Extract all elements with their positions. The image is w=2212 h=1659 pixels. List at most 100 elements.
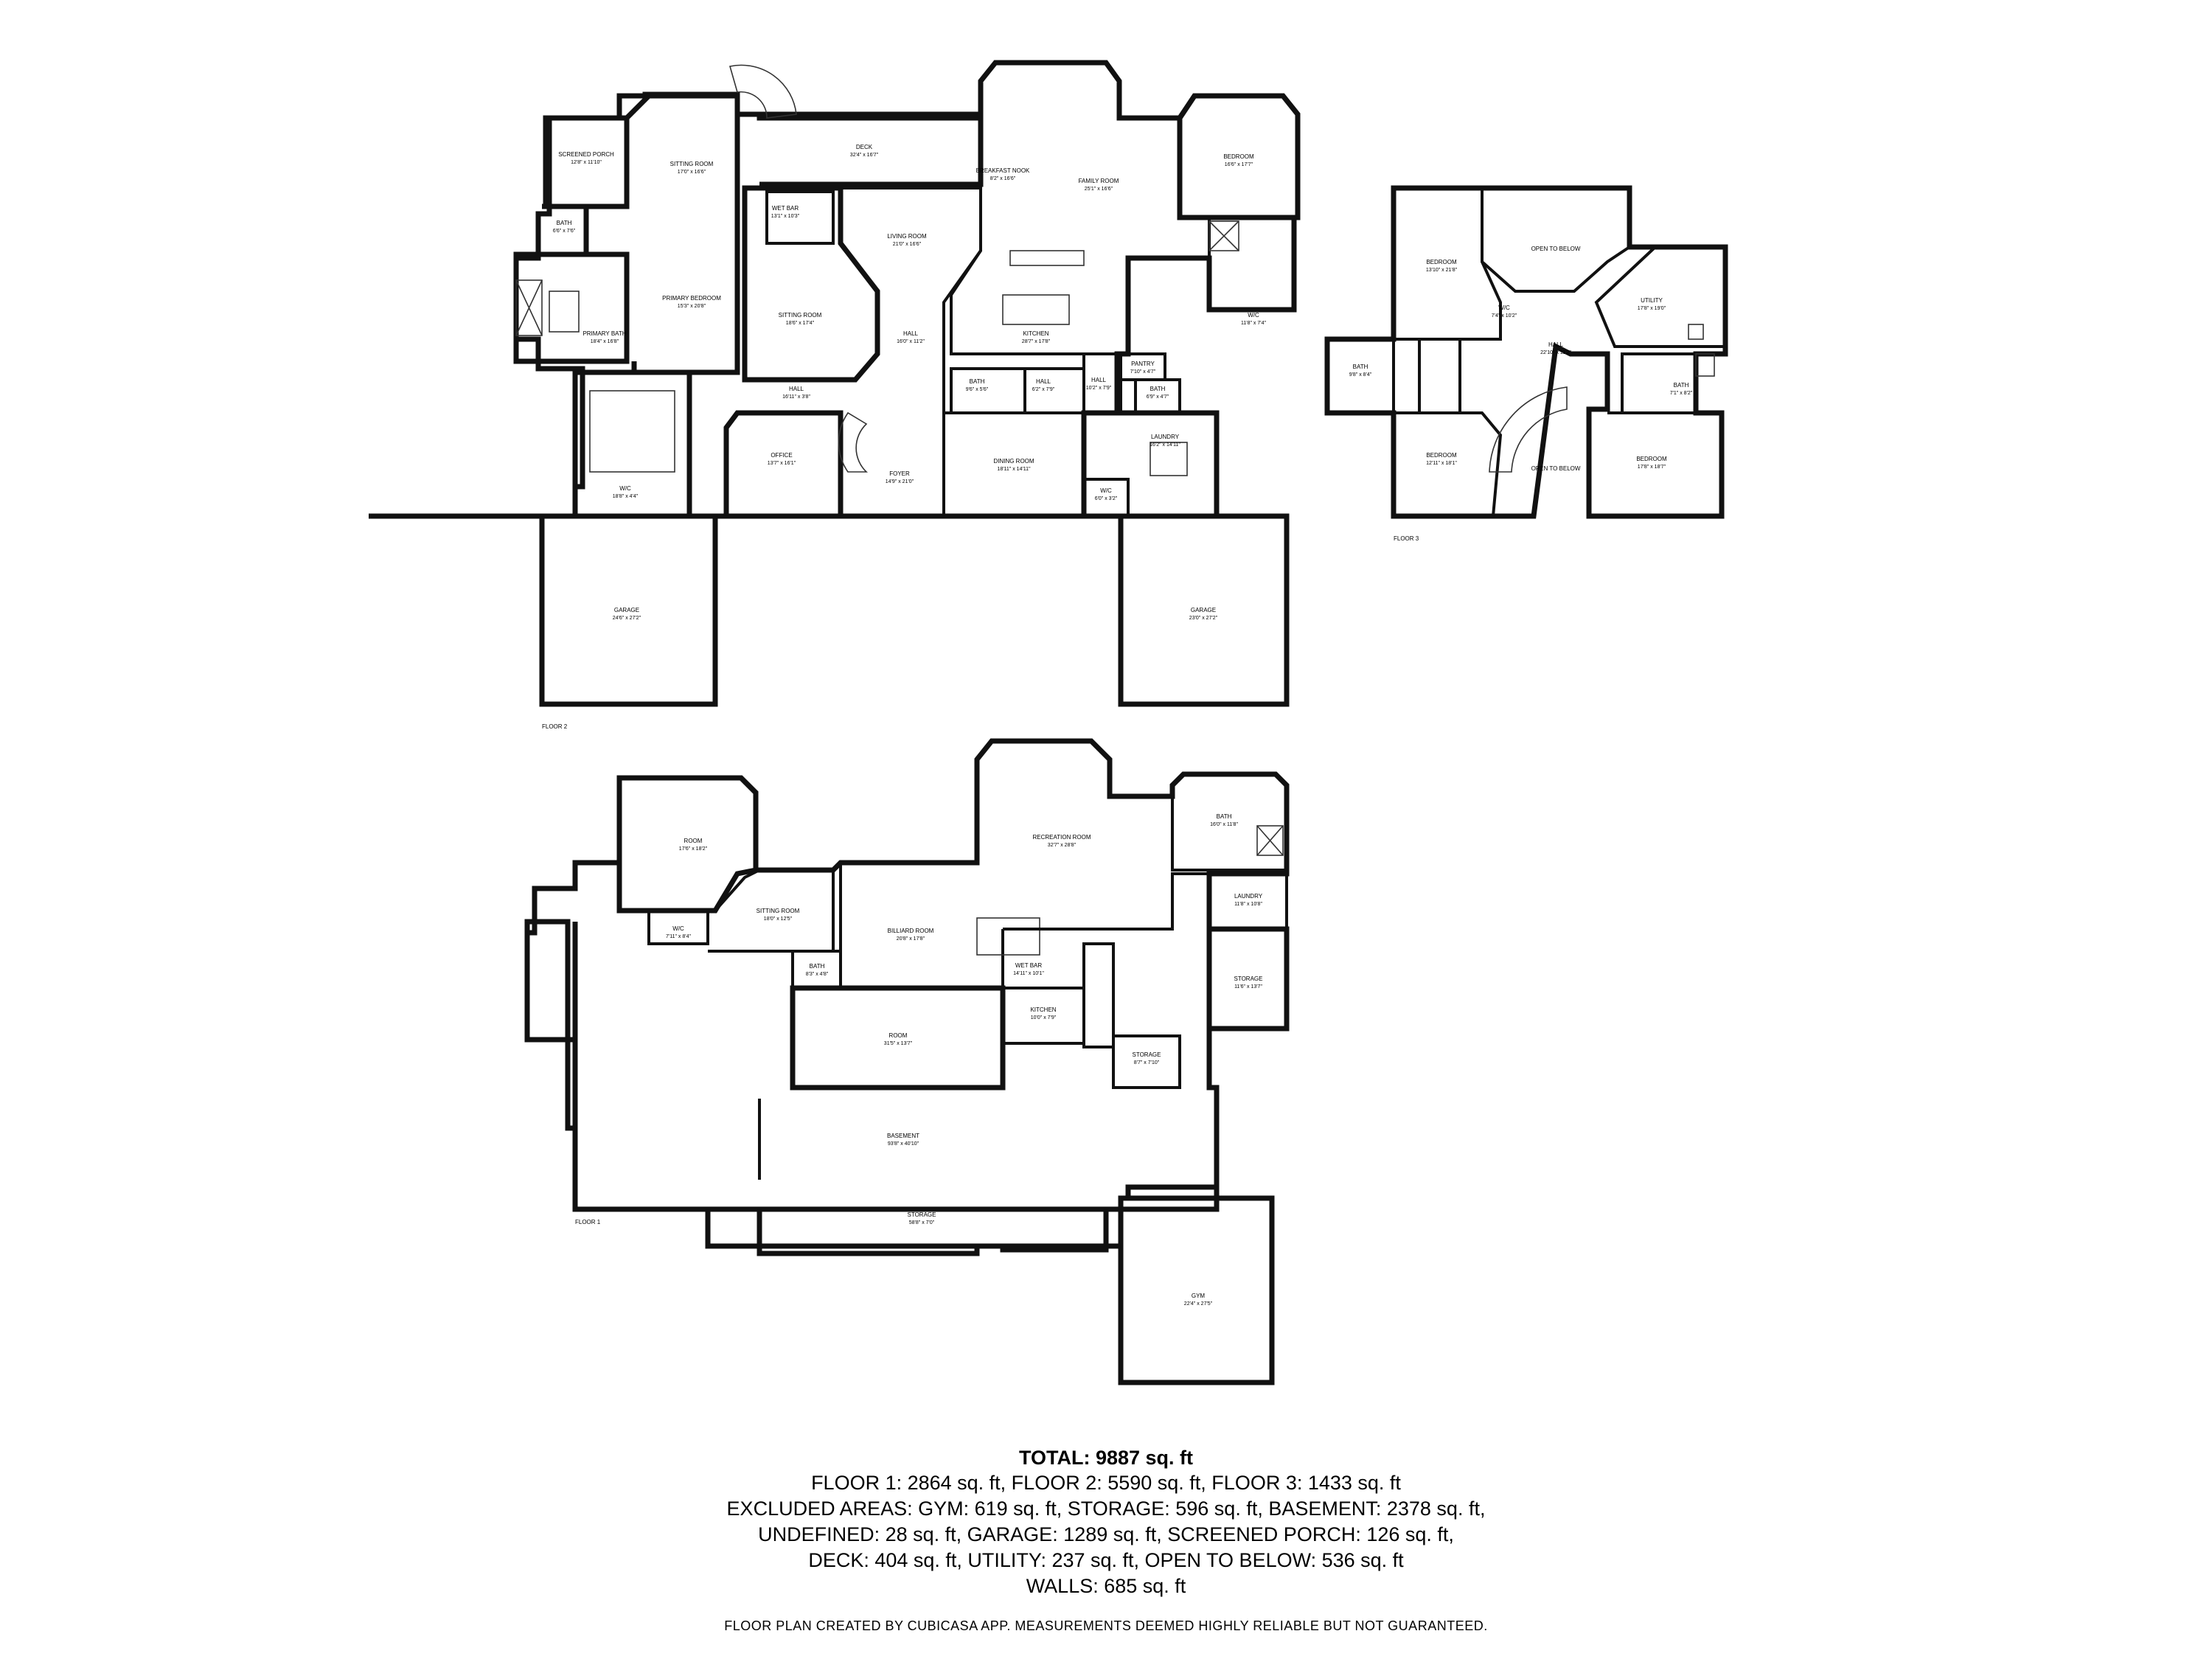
room-name: W/C — [619, 485, 631, 492]
room-dim: 6'2" x 7'9" — [1032, 387, 1055, 392]
floor-3-open-below-1-walls — [1481, 188, 1631, 293]
room-name: STORAGE — [1133, 1051, 1161, 1058]
floor-3-curved-stair — [1489, 386, 1568, 473]
room-dim: 13'7" x 16'1" — [768, 461, 796, 466]
floor-1-storage-c-walls — [705, 1209, 1121, 1256]
kitchen-counter — [1009, 250, 1085, 266]
room-dim: 16'6" x 17'7" — [1225, 162, 1253, 167]
room-dim: 18'0" x 12'5" — [764, 917, 793, 922]
area-summary: TOTAL: 9887 sq. ft FLOOR 1: 2864 sq. ft,… — [0, 1445, 2212, 1634]
room-name: SITTING ROOM — [670, 161, 714, 167]
room-name: GARAGE — [1191, 607, 1216, 613]
floor-3-closet-walls — [1418, 338, 1461, 414]
primary-bath-tub — [549, 291, 580, 333]
kitchen-walls — [950, 188, 1128, 355]
room-dim: 13'1" x 10'3" — [771, 214, 800, 219]
room-name: KITCHEN — [1030, 1006, 1056, 1013]
room-dim: 10'2" x 7'9" — [1086, 386, 1112, 391]
room-dim: 22'4" x 27'5" — [1184, 1301, 1213, 1307]
room-dim: 8'2" x 16'6" — [990, 176, 1016, 181]
dining-room-walls — [944, 411, 1085, 516]
room-name: BATH — [810, 963, 825, 970]
room-dim: 9'8" x 8'4" — [1349, 372, 1372, 378]
floor-2-labels: SCREENED PORCH 12'8" x 11'10" SITTING RO… — [542, 144, 1267, 730]
floor-1-wet-bar-counter — [976, 917, 1040, 956]
floor-3-label: FLOOR 3 — [1394, 535, 1419, 542]
room-name: HALL — [789, 386, 804, 392]
room-name: BEDROOM — [1636, 456, 1667, 462]
floor-1-storage-b-walls — [1112, 1034, 1181, 1089]
summary-line-floors: FLOOR 1: 2864 sq. ft, FLOOR 2: 5590 sq. … — [811, 1472, 1401, 1494]
room-name: DINING ROOM — [993, 458, 1034, 465]
summary-line-undefined: UNDEFINED: 28 sq. ft, GARAGE: 1289 sq. f… — [758, 1523, 1454, 1545]
room-dim: 17'0" x 16'6" — [678, 170, 706, 175]
room-name: STORAGE — [908, 1211, 936, 1218]
disclaimer: FLOOR PLAN CREATED BY CUBICASA APP. MEAS… — [724, 1618, 1488, 1633]
room-dim: 7'4" x 10'2" — [1492, 313, 1517, 319]
room-dim: 12'11" x 18'1" — [1426, 461, 1457, 466]
floor-2-label: FLOOR 2 — [542, 723, 568, 730]
floor-3-labels: BEDROOM 13'10" x 21'8" OPEN TO BELOW UTI… — [1349, 246, 1693, 542]
room-name: RECREATION ROOM — [1033, 834, 1091, 841]
room-dim: 16'11" x 3'8" — [782, 394, 810, 400]
room-dim: 18'4" x 16'8" — [591, 339, 619, 344]
room-dim: 17'8" x 18'7" — [1638, 465, 1666, 470]
room-name: SITTING ROOM — [757, 908, 800, 914]
room-dim: 6'9" x 4'7" — [1147, 394, 1169, 400]
room-dim: 22'10" x 11'2" — [1540, 350, 1571, 355]
room-dim: 16'2" x 14'11" — [1150, 442, 1180, 448]
room-dim: 14'9" x 21'0" — [886, 479, 914, 484]
floor-1-wic-walls — [647, 909, 709, 945]
room-name: PRIMARY BATH — [582, 330, 626, 337]
room-dim: 31'5" x 13'7" — [884, 1041, 913, 1046]
room-name: SITTING ROOM — [779, 312, 822, 319]
spiral-stair-top — [728, 64, 797, 119]
room-name: HALL — [1036, 378, 1051, 385]
room-name: BATH — [1353, 364, 1368, 370]
room-name: BATH — [1217, 813, 1232, 820]
room-dim: 14'11" x 10'1" — [1013, 971, 1044, 976]
summary-line-walls: WALLS: 685 sq. ft — [1026, 1575, 1186, 1597]
garage-b-walls — [1118, 513, 1290, 707]
room-name: STORAGE — [1234, 975, 1263, 982]
floor-3-bath-fixture — [1695, 353, 1715, 377]
room-dim: 11'8" x 10'8" — [1234, 902, 1262, 907]
floor-1-bath-shower-x — [1256, 825, 1284, 856]
room-name: ROOM — [684, 838, 703, 844]
room-name: KITCHEN — [1023, 330, 1048, 337]
room-name: LAUNDRY — [1234, 893, 1263, 900]
room-dim: 16'0" x 11'8" — [1210, 822, 1238, 827]
foyer-curved-stair — [838, 411, 868, 473]
garage-a-walls — [539, 513, 718, 707]
floor-1-plan: ROOM 17'6" x 18'2" RECREATION ROOM 32'7"… — [524, 738, 1290, 1385]
room-name: BASEMENT — [887, 1133, 919, 1139]
room-name: HALL — [903, 330, 919, 337]
room-name: W/C — [1498, 305, 1510, 311]
primary-bath-walls — [513, 251, 630, 364]
floor-2-outer-walls — [369, 60, 1301, 519]
room-name: LAUNDRY — [1151, 434, 1180, 440]
room-dim: 12'8" x 11'10" — [571, 160, 602, 165]
room-name: OPEN TO BELOW — [1531, 246, 1581, 252]
floor-1-basement-walls — [572, 922, 1220, 1212]
room-name: ROOM — [889, 1032, 908, 1039]
room-name: DECK — [856, 144, 873, 150]
primary-bedroom-walls — [625, 93, 740, 375]
room-dim: 17'6" x 18'2" — [679, 846, 708, 852]
room-name: GARAGE — [614, 607, 639, 613]
floor-1-gym-walls — [1118, 1195, 1275, 1385]
room-name: BATH — [970, 378, 985, 385]
room-dim: 15'3" x 20'8" — [678, 304, 706, 309]
room-dim: 11'8" x 7'4" — [1241, 321, 1266, 326]
room-dim: 32'4" x 16'7" — [850, 153, 879, 158]
floor-2-plan: SCREENED PORCH 12'8" x 11'10" SITTING RO… — [369, 60, 1301, 730]
floor-1-bath-b-walls — [791, 950, 842, 990]
floor-1-room-a-walls — [616, 775, 759, 914]
room-name: WET BAR — [772, 205, 799, 212]
room-dim: 9'6" x 5'6" — [966, 387, 989, 392]
room-name: SCREENED PORCH — [558, 151, 614, 158]
office-walls — [723, 410, 844, 519]
room-dim: 21'0" x 16'6" — [893, 242, 922, 247]
floor-1-bath-a-walls — [1171, 796, 1287, 872]
primary-bath-shower-x — [515, 279, 543, 336]
